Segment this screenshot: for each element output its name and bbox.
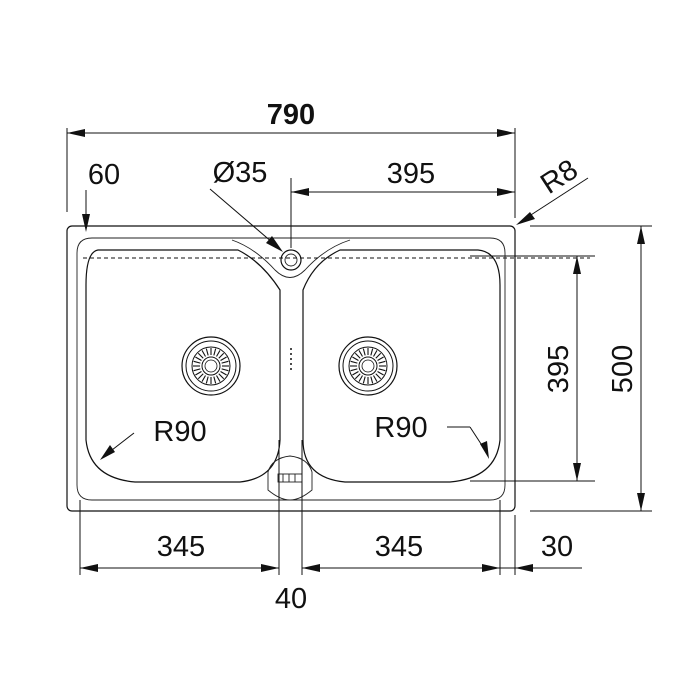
dim-bowl-radius-right: R90 bbox=[374, 412, 489, 459]
dim-bottom-widths: 345 345 40 30 bbox=[79, 440, 582, 615]
dim-tap-hole: Ø35 bbox=[209, 157, 283, 252]
label-bowl-width-right: 395 bbox=[387, 158, 435, 190]
label-corner-radius: R8 bbox=[535, 154, 584, 201]
left-bowl bbox=[85, 249, 281, 483]
label-bowl-radius-right: R90 bbox=[374, 412, 427, 444]
dim-corner-radius: R8 bbox=[516, 154, 589, 225]
sink-inner-rim bbox=[76, 237, 506, 501]
tap-hole bbox=[280, 249, 302, 271]
dim-overall-width: 790 bbox=[66, 99, 516, 218]
dim-left-offset: 60 bbox=[82, 159, 120, 232]
right-bowl bbox=[302, 249, 501, 483]
label-bowl-left-width: 345 bbox=[157, 531, 205, 563]
sink-body bbox=[66, 225, 590, 512]
label-bowl-right-width: 345 bbox=[375, 531, 423, 563]
bowl-divider-deck bbox=[231, 239, 351, 278]
label-tap-hole: Ø35 bbox=[213, 157, 268, 189]
left-drain-icon bbox=[181, 336, 241, 396]
label-overall-height: 500 bbox=[607, 345, 639, 393]
overflow-slot bbox=[277, 473, 303, 483]
label-bowl-radius-left: R90 bbox=[153, 416, 206, 448]
dim-overall-height: 500 bbox=[530, 225, 652, 512]
dim-bowl-depth: 395 bbox=[470, 255, 595, 482]
dim-bowl-width-right: 395 bbox=[290, 158, 515, 248]
dim-bowl-radius-left: R90 bbox=[100, 416, 207, 460]
label-divider-width: 40 bbox=[275, 583, 307, 615]
overflow-recess bbox=[267, 455, 313, 501]
label-left-offset: 60 bbox=[88, 159, 120, 191]
label-overall-width: 790 bbox=[267, 99, 315, 131]
label-right-margin: 30 bbox=[541, 531, 573, 563]
label-bowl-depth: 395 bbox=[543, 345, 575, 393]
right-drain-icon bbox=[338, 336, 398, 396]
